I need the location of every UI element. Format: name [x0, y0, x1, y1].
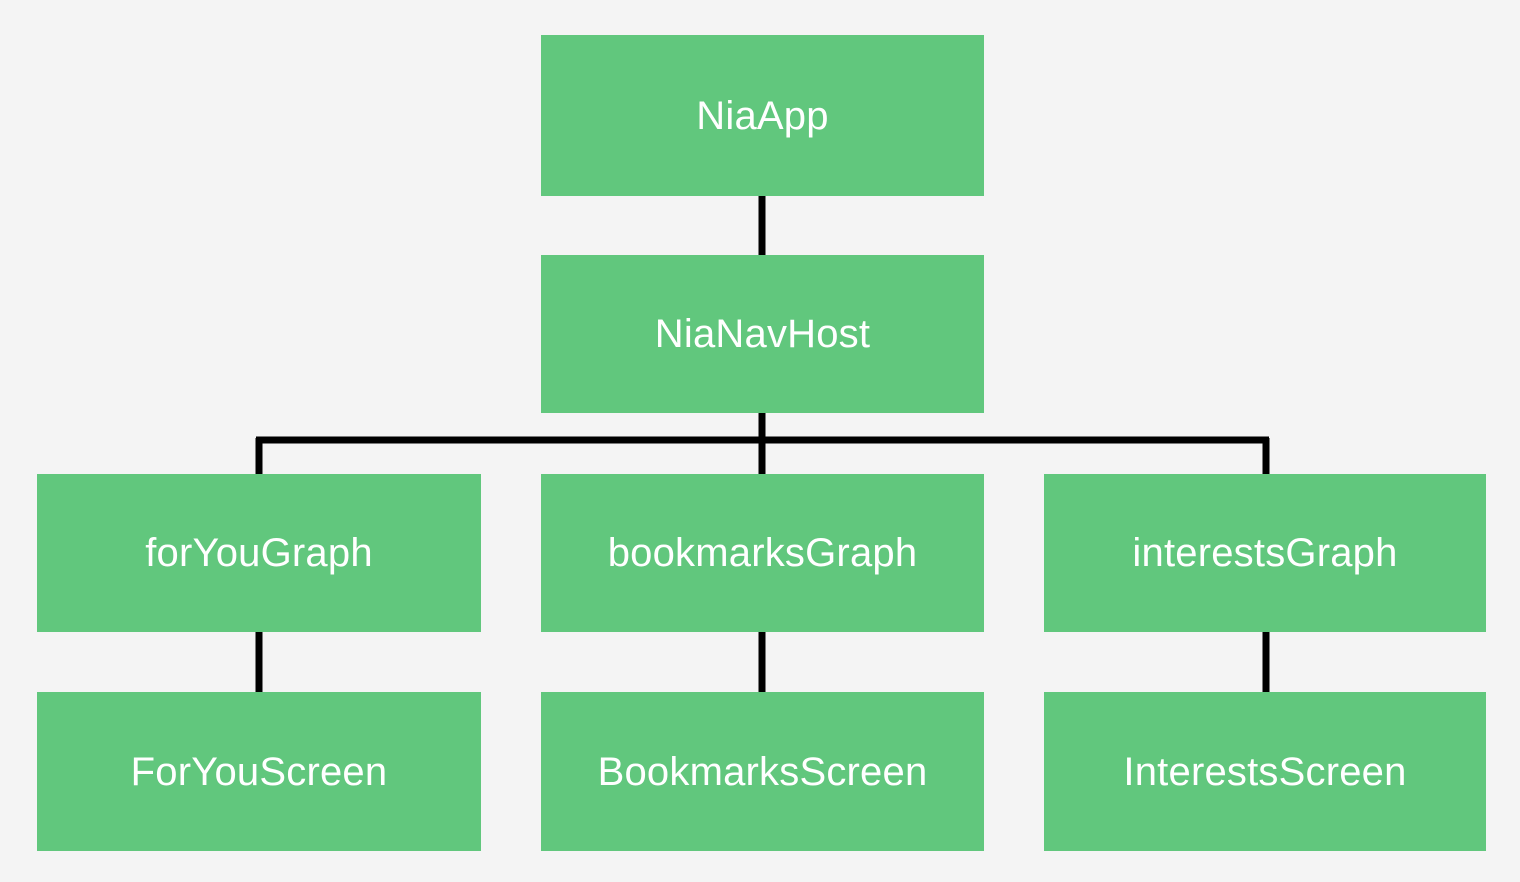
node-bookmarksscreen[interactable]: BookmarksScreen — [541, 692, 984, 851]
node-niaapp[interactable]: NiaApp — [541, 35, 984, 196]
node-foryouscreen[interactable]: ForYouScreen — [37, 692, 481, 851]
node-interestsscreen[interactable]: InterestsScreen — [1044, 692, 1486, 851]
node-interestsgraph[interactable]: interestsGraph — [1044, 474, 1486, 632]
node-interestsscreen-label: InterestsScreen — [1123, 749, 1407, 794]
node-bookmarksgraph[interactable]: bookmarksGraph — [541, 474, 984, 632]
node-interestsgraph-label: interestsGraph — [1132, 531, 1398, 575]
node-nianavhost-label: NiaNavHost — [654, 312, 871, 356]
node-bookmarksgraph-label: bookmarksGraph — [607, 531, 918, 575]
node-nianavhost[interactable]: NiaNavHost — [541, 255, 984, 413]
node-foryougraph-label: forYouGraph — [145, 531, 373, 575]
node-foryouscreen-label: ForYouScreen — [130, 749, 388, 794]
node-foryougraph[interactable]: forYouGraph — [37, 474, 481, 632]
node-niaapp-label: NiaApp — [696, 93, 829, 138]
node-bookmarksscreen-label: BookmarksScreen — [597, 749, 928, 794]
